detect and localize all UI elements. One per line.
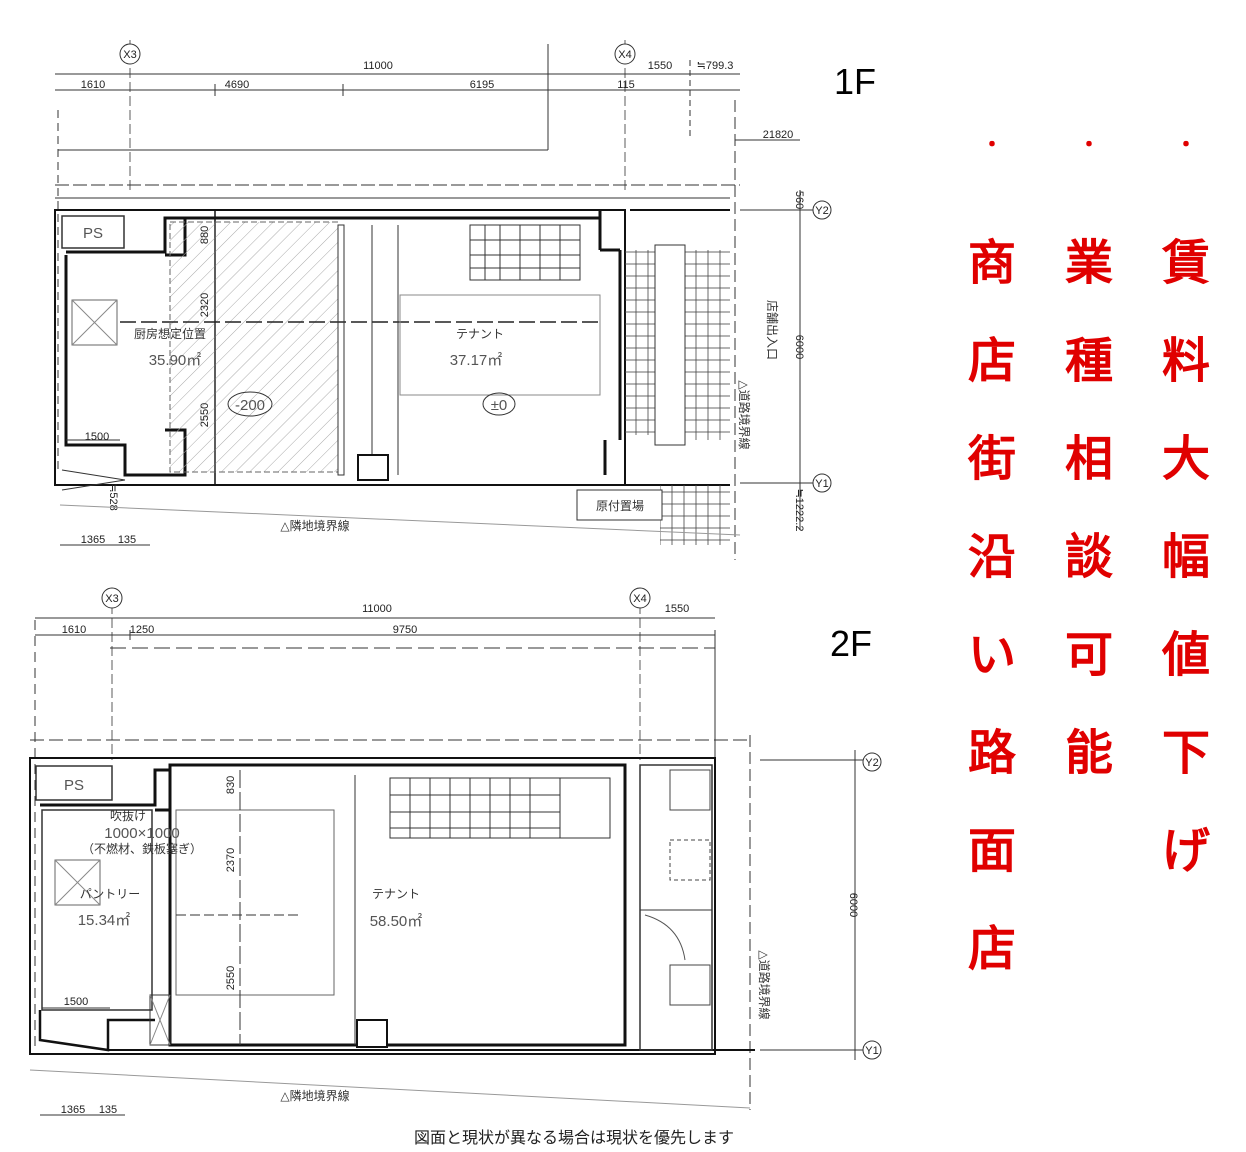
dim-bottom1-2f: 1365 — [61, 1104, 85, 1116]
grid-x4-2f: X4 — [633, 593, 646, 605]
highlight-dot: ・ — [980, 133, 1003, 158]
dim-b1: 1500 — [85, 431, 109, 443]
dim-bottom2-2f: 135 — [99, 1104, 117, 1116]
dim-ext2: ≒799.3 — [697, 60, 734, 72]
ps-label: PS — [83, 225, 103, 242]
highlight-char: 店 — [967, 921, 1016, 977]
highlight-char: 値 — [1161, 627, 1210, 683]
void-size: 1000×1000 — [104, 825, 180, 842]
kitchen-label: 厨房想定位置 — [134, 326, 206, 341]
road-boundary-2f: △道路境界線 — [757, 950, 772, 1019]
ps-label-2f: PS — [64, 777, 84, 794]
floor2-label: 2F — [830, 623, 873, 664]
dim-v1: 560 — [793, 191, 805, 209]
dim-i3-2f: 2550 — [225, 966, 237, 990]
dim-ext1-2f: 1550 — [665, 603, 689, 615]
dim-v1-2f: 6000 — [847, 893, 859, 917]
highlight-char: 大 — [1161, 431, 1210, 487]
dim-seg3: 6195 — [470, 79, 494, 91]
dim-seg4: 115 — [617, 79, 635, 91]
neighbor-boundary-1f: △隣地境界線 — [280, 518, 349, 533]
road-boundary-1f: △道路境界線 — [737, 380, 752, 449]
dim-i2: 2320 — [199, 293, 211, 317]
dim-v2: 6000 — [793, 335, 805, 359]
bicycle-parking: 原付置場 — [596, 499, 644, 513]
highlight-rent-down: ・ 賃 料 大 幅 値 下 げ — [1156, 126, 1216, 900]
dim-seg3-2f: 9750 — [393, 624, 417, 636]
highlight-char: 談 — [1064, 529, 1113, 585]
grid-x4: X4 — [618, 49, 631, 61]
disclaimer-note: 図面と現状が異なる場合は現状を優先します — [414, 1128, 735, 1147]
grid-y2-2f: Y2 — [865, 757, 878, 769]
highlight-char: 料 — [1161, 333, 1210, 389]
grid-y1-2f: Y1 — [865, 1045, 878, 1057]
dim-ext1: 1550 — [648, 60, 672, 72]
dim-bottom1-1f: 1365 — [81, 534, 105, 546]
dim-b1-2f: 1500 — [64, 996, 88, 1008]
dim-road: 21820 — [763, 129, 794, 141]
grid-y1: Y1 — [815, 478, 828, 490]
floor2-plan: X3 X4 11000 1610 1250 9750 1550 Y2 Y1 60… — [29, 587, 882, 1116]
grid-x3-2f: X3 — [105, 593, 118, 605]
entrance-label: 店舗出入口 — [765, 300, 779, 360]
highlight-char: 種 — [1064, 333, 1113, 389]
highlight-dot: ・ — [1174, 133, 1197, 158]
highlight-char: 面 — [967, 823, 1016, 879]
highlight-char: 下 — [1161, 725, 1210, 781]
highlight-dot: ・ — [1077, 133, 1100, 158]
dim-seg2-2f: 1250 — [130, 624, 154, 636]
highlight-char: 業 — [1064, 235, 1113, 291]
highlight-char: 沿 — [967, 529, 1016, 585]
dim-i3: 2550 — [199, 403, 211, 427]
kitchen-area: 35.90㎡ — [149, 352, 202, 369]
void-label: 吹抜け — [110, 809, 146, 823]
tenant-label-1f: テナント — [456, 327, 504, 341]
floor1-label: 1F — [834, 61, 877, 102]
pantry-area: 15.34㎡ — [78, 912, 131, 929]
dim-total: 11000 — [363, 60, 393, 72]
dim-i1-2f: 830 — [225, 776, 237, 794]
highlight-char: 街 — [967, 431, 1016, 487]
tenant-area-2f: 58.50㎡ — [370, 913, 423, 930]
kitchen-level: -200 — [235, 397, 265, 414]
dim-total-2f: 11000 — [362, 603, 392, 615]
highlight-char: 路 — [967, 725, 1016, 781]
highlight-char: 店 — [967, 333, 1016, 389]
highlight-char: げ — [1161, 823, 1210, 879]
dim-i2-2f: 2370 — [225, 848, 237, 872]
highlight-char: 可 — [1064, 627, 1113, 683]
highlight-char: 賃 — [1161, 235, 1210, 291]
dim-bottom2-1f: 135 — [118, 534, 136, 546]
grid-y2: Y2 — [815, 205, 828, 217]
tenant-level-1f: ±0 — [491, 397, 508, 414]
tenant-label-2f: テナント — [372, 887, 420, 901]
highlight-negotiable: ・ 業 種 相 談 可 能 — [1059, 126, 1119, 802]
floor1-plan: X3 X4 11000 1610 4690 6195 115 1550 ≒799… — [54, 40, 832, 560]
void-note: （不燃材、鉄板塞ぎ） — [82, 841, 202, 856]
dim-b2: ≒528 — [107, 483, 119, 511]
highlight-char: 幅 — [1161, 529, 1210, 585]
highlight-char: い — [967, 627, 1016, 683]
grid-x3: X3 — [123, 49, 136, 61]
highlight-char: 商 — [967, 235, 1016, 291]
highlight-shop-street: ・ 商 店 街 沿 い 路 面 店 — [962, 126, 1022, 998]
dim-seg1-2f: 1610 — [62, 624, 86, 636]
neighbor-boundary-2f: △隣地境界線 — [280, 1088, 349, 1103]
dim-seg2: 4690 — [225, 79, 249, 91]
highlight-char: 相 — [1064, 431, 1113, 487]
tenant-area-1f: 37.17㎡ — [450, 352, 503, 369]
highlight-char: 能 — [1064, 725, 1113, 781]
pantry-label: パントリー — [80, 887, 141, 901]
dim-i1: 880 — [199, 226, 211, 244]
dim-v3: ≒1222.2 — [793, 489, 805, 532]
dim-seg1: 1610 — [81, 79, 105, 91]
